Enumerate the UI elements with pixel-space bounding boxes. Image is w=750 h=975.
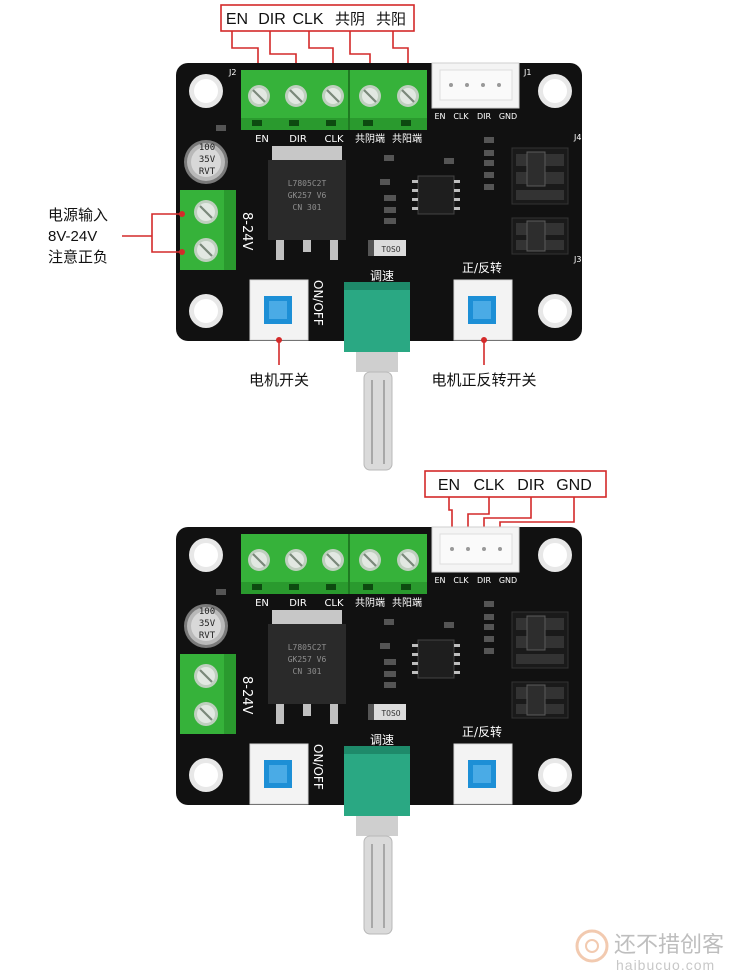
top-onoff-silk: ON/OFF (311, 280, 325, 326)
bottom-cap-line-2: 35V (199, 619, 216, 629)
bottom-cap-line-1: 100 (199, 607, 215, 617)
bottom-reg-line-3: CN 301 (293, 667, 322, 676)
bottom-capacitor (184, 604, 228, 648)
top-terminal-block (241, 70, 427, 130)
top-power-terminal (180, 190, 236, 270)
top-j1-silk-clk: CLK (453, 112, 469, 121)
top-mounting-holes (189, 74, 572, 328)
bottom-speed-silk: 调速 (370, 733, 394, 747)
top-board: EN DIR CLK 共阴 共阳 (48, 4, 582, 471)
bottom-silk-anode: 共阳端 (392, 596, 422, 609)
bottom-header-label-clk: CLK (473, 477, 504, 494)
bottom-j1-silk-dir: DIR (477, 576, 492, 585)
top-j1-connector (431, 62, 520, 109)
bottom-silk-clk: CLK (324, 598, 344, 609)
bottom-dir-silk: 正/反转 (462, 724, 502, 739)
top-ref-j3: J3 (573, 255, 581, 264)
top-j1-silk-en: EN (434, 112, 445, 121)
top-cap-line-3: RVT (199, 167, 216, 177)
top-fuse-text: TOSO (381, 245, 400, 254)
top-reg-line-3: CN 301 (293, 203, 322, 212)
top-ref-j4: J4 (573, 133, 581, 142)
watermark-en: haibucuo.com (616, 957, 715, 973)
bottom-fuse-text: TOSO (381, 709, 400, 718)
bottom-smd-parts (216, 589, 494, 688)
top-j1-silk-gnd: GND (499, 112, 517, 121)
bottom-header-label-box (424, 470, 607, 498)
top-speed-silk: 调速 (370, 269, 394, 283)
watermark-gear-icon (575, 929, 609, 963)
watermark: 还不措创客 haibucuo.com (575, 929, 724, 973)
bottom-fuse (368, 704, 406, 720)
bottom-power-switch (249, 743, 309, 805)
top-silk-dir: DIR (289, 134, 307, 145)
bottom-j1-connector (431, 526, 520, 573)
top-power-switch (249, 279, 309, 341)
bottom-regulator (268, 610, 346, 724)
top-regulator (268, 146, 346, 260)
top-pcb (176, 63, 582, 341)
top-reg-line-2: GK257 V6 (288, 191, 327, 200)
bottom-chip-u1 (417, 639, 455, 679)
top-power-label-line-1: 电源输入 (48, 207, 108, 224)
top-dir-silk: 正/反转 (462, 260, 502, 275)
bottom-j1-silk-clk: CLK (453, 576, 469, 585)
bottom-power-terminal (180, 654, 236, 734)
top-jumpers (511, 147, 569, 255)
bottom-mounting-holes (189, 538, 572, 792)
top-reg-line-1: L7805C2T (288, 179, 327, 188)
bottom-silk-cathode: 共阴端 (355, 596, 385, 609)
bottom-silk-dir: DIR (289, 598, 307, 609)
top-cap-line-2: 35V (199, 155, 216, 165)
bottom-onoff-silk: ON/OFF (311, 744, 325, 790)
bottom-direction-switch (453, 743, 513, 805)
top-header-label-box (220, 4, 415, 32)
top-reverse-label: 电机正反转开关 (431, 372, 536, 389)
top-silk-en: EN (255, 134, 269, 145)
top-header-label-clk: CLK (292, 11, 323, 28)
bottom-cap-line-3: RVT (199, 631, 216, 641)
top-power-silk: 8-24V (239, 212, 254, 251)
top-header-label-common-anode: 共阳 (376, 11, 406, 28)
top-j1-silk-dir: DIR (477, 112, 492, 121)
top-switch-label: 电机开关 (249, 372, 309, 389)
bottom-header-label-gnd: GND (556, 477, 592, 494)
bottom-j1-silk-en: EN (434, 576, 445, 585)
bottom-reg-line-1: L7805C2T (288, 643, 327, 652)
bottom-power-silk: 8-24V (239, 676, 254, 715)
top-capacitor (184, 140, 228, 184)
bottom-terminal-block (241, 534, 427, 594)
bottom-silk-en: EN (255, 598, 269, 609)
top-potentiometer (344, 282, 410, 471)
bottom-potentiometer (344, 746, 410, 935)
top-silk-anode: 共阳端 (392, 132, 422, 145)
top-header-label-common-cathode: 共阴 (335, 11, 365, 28)
top-power-leader (122, 213, 182, 253)
top-power-label-line-2: 8V-24V (48, 228, 97, 245)
bottom-j1-silk-gnd: GND (499, 576, 517, 585)
top-ref-j2: J2 (228, 68, 236, 77)
top-direction-switch (453, 279, 513, 341)
bottom-pcb (176, 527, 582, 805)
bottom-header-label-en: EN (438, 477, 460, 494)
top-fuse (368, 240, 406, 256)
top-header-label-en: EN (226, 11, 248, 28)
bottom-reg-line-2: GK257 V6 (288, 655, 327, 664)
top-power-label-line-3: 注意正负 (48, 248, 108, 266)
bottom-header-label-dir: DIR (517, 477, 545, 494)
bottom-board: EN CLK DIR GND (176, 470, 607, 935)
top-ref-j1: J1 (523, 68, 531, 77)
bottom-jumpers (511, 611, 569, 719)
top-smd-parts (216, 125, 494, 224)
top-silk-clk: CLK (324, 134, 344, 145)
watermark-cn: 还不措创客 (614, 932, 724, 957)
top-cap-line-1: 100 (199, 143, 215, 153)
top-silk-cathode: 共阴端 (355, 132, 385, 145)
top-chip-u1 (417, 175, 455, 215)
top-header-label-dir: DIR (258, 11, 286, 28)
